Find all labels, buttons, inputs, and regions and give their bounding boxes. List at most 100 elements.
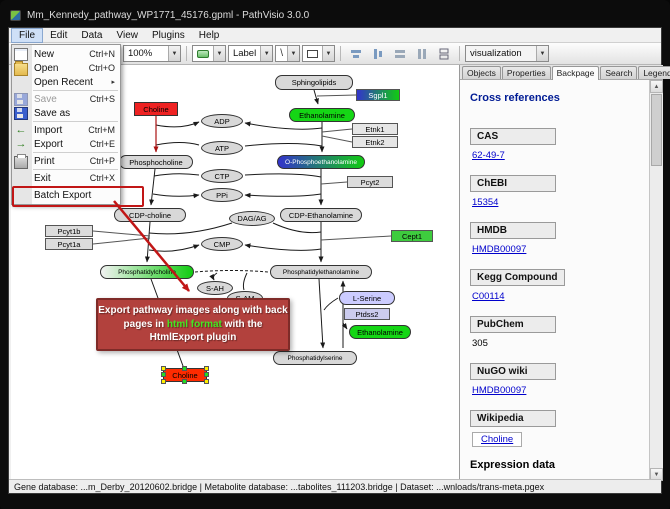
menu-item-label: Batch Export: [34, 189, 92, 201]
xref-link[interactable]: 15354: [472, 197, 499, 208]
shape-tool-dropdown[interactable]: ▼: [301, 45, 335, 62]
selection-handle-sw[interactable]: [161, 379, 166, 384]
tab-search[interactable]: Search: [600, 66, 638, 79]
expression-data-heading: Expression data: [470, 459, 555, 471]
xref-link[interactable]: Choline: [472, 432, 523, 447]
pathway-node-choline-top[interactable]: Choline: [134, 102, 178, 116]
datanode-tool-dropdown[interactable]: ▼: [191, 45, 226, 62]
label-tool-dropdown[interactable]: Label ▼: [227, 45, 274, 62]
menu-view[interactable]: View: [116, 29, 138, 41]
pathway-node-adp[interactable]: ADP: [201, 114, 243, 128]
file-menu-item-new[interactable]: New Ctrl+N: [12, 47, 120, 61]
pathway-node-sphingolipids[interactable]: Sphingolipids: [275, 75, 353, 90]
menu-item-label: Save: [34, 93, 57, 105]
stack-button[interactable]: [434, 45, 454, 63]
selection-handle-n[interactable]: [182, 366, 187, 371]
menu-edit[interactable]: Edit: [50, 29, 68, 41]
tab-properties[interactable]: Properties: [501, 66, 551, 79]
visualization-dropdown[interactable]: visualization ▼: [464, 45, 549, 62]
pathway-node-l-serine[interactable]: L-Serine: [339, 291, 395, 305]
pathway-node-o-phosphoethanolamine[interactable]: O-Phosphoethanolamine: [277, 155, 365, 169]
menu-item-label: Exit: [34, 172, 51, 184]
file-menu-item-batch-export[interactable]: Batch Export: [12, 186, 144, 207]
scrollbar-thumb[interactable]: [651, 94, 662, 166]
xref-link[interactable]: 62-49-7: [472, 150, 505, 161]
selection-handle-e[interactable]: [204, 372, 209, 377]
pathway-node-cdp-ethanolamine[interactable]: CDP-Ethanolamine: [280, 208, 362, 222]
menu-plugins[interactable]: Plugins: [151, 29, 185, 41]
pathway-node-ptdss2[interactable]: Ptdss2: [344, 308, 390, 320]
line-tool-dropdown[interactable]: \ ▼: [275, 45, 300, 62]
selection-handle-w[interactable]: [161, 372, 166, 377]
xref-link[interactable]: HMDB00097: [472, 385, 527, 396]
align-horizontal-button[interactable]: [346, 45, 366, 63]
menu-icon-empty: [14, 172, 28, 185]
chevron-down-icon: ▼: [260, 46, 273, 61]
zoom-value: 100%: [127, 48, 153, 59]
pathway-node-ethanolamine-low[interactable]: Ethanolamine: [349, 325, 411, 339]
pathway-node-ctp[interactable]: CTP: [201, 169, 243, 183]
pathway-node-cdp-choline[interactable]: CDP-choline: [114, 208, 186, 222]
common-width-button[interactable]: [390, 45, 410, 63]
pathway-node-cmp[interactable]: CMP: [201, 237, 243, 251]
file-menu-item-open-recent[interactable]: Open Recent▸: [12, 75, 120, 89]
align-horizontal-icon: [350, 49, 361, 58]
pathway-node-pcyt1b[interactable]: Pcyt1b: [45, 225, 93, 237]
tab-backpage[interactable]: Backpage: [551, 66, 600, 80]
pathway-node-phosphatidylserine[interactable]: Phosphatidylserine: [273, 351, 357, 365]
zoom-combobox[interactable]: 100% ▼: [122, 45, 181, 62]
pathway-node-pcyt1a[interactable]: Pcyt1a: [45, 238, 93, 250]
xref-link[interactable]: C00114: [472, 291, 505, 302]
common-height-icon: [417, 48, 426, 59]
menu-item-label: New: [34, 48, 55, 60]
tab-objects[interactable]: Objects: [462, 66, 501, 79]
pathway-node-etnk1[interactable]: Etnk1: [352, 123, 398, 135]
scrollbar-up-button[interactable]: ▲: [650, 80, 663, 93]
tab-legend[interactable]: Legend: [638, 66, 670, 79]
annotation-text: Export pathway images along with back: [98, 305, 288, 317]
pathway-node-phosphatidylethanolamine[interactable]: Phosphatidylethanolamine: [270, 265, 372, 279]
selection-handle-nw[interactable]: [161, 366, 166, 371]
pathway-node-sgpl1[interactable]: Sgpl1: [356, 89, 400, 101]
xref-source-label: NuGO wiki: [470, 363, 556, 380]
submenu-arrow-icon: ▸: [111, 79, 115, 86]
pathway-node-ethanolamine-top[interactable]: Ethanolamine: [289, 108, 355, 122]
export-icon: →: [15, 138, 27, 150]
selection-handle-se[interactable]: [204, 379, 209, 384]
toolbar-separator: [185, 46, 187, 61]
pathway-node-label: Sgpl1: [368, 90, 388, 100]
pathway-node-atp[interactable]: ATP: [201, 141, 243, 155]
file-menu-item-save-as[interactable]: Save as: [12, 106, 120, 120]
panel-scrollbar[interactable]: ▲ ▼: [649, 80, 663, 481]
save-as-icon: [14, 106, 28, 120]
pathway-node-etnk2[interactable]: Etnk2: [352, 136, 398, 148]
menu-data[interactable]: Data: [81, 29, 103, 41]
pathway-node-label: Ethanolamine: [357, 327, 403, 337]
xref-source-label: Kegg Compound: [470, 269, 565, 286]
align-vertical-button[interactable]: [368, 45, 388, 63]
pathway-node-cept1[interactable]: Cept1: [391, 230, 433, 242]
pathway-node-phosphocholine[interactable]: Phosphocholine: [119, 155, 193, 169]
menu-item-shortcut: Ctrl+N: [89, 49, 115, 59]
selection-handle-s[interactable]: [182, 379, 187, 384]
pathway-node-pcyt2[interactable]: Pcyt2: [347, 176, 393, 188]
menu-help[interactable]: Help: [198, 29, 220, 41]
common-height-button[interactable]: [412, 45, 432, 63]
pathway-node-dag[interactable]: DAG/AG: [229, 211, 275, 226]
selection-handle-ne[interactable]: [204, 366, 209, 371]
pathway-node-phosphatidylcholine[interactable]: Phosphatidylcholine: [100, 265, 194, 279]
pathway-node-s-ah[interactable]: S-AH: [197, 281, 233, 295]
pathway-node-ppi[interactable]: PPi: [201, 188, 243, 202]
xref-link[interactable]: HMDB00097: [472, 244, 527, 255]
menu-file[interactable]: File: [11, 27, 44, 43]
pathway-node-choline-bottom[interactable]: Choline: [161, 366, 209, 384]
